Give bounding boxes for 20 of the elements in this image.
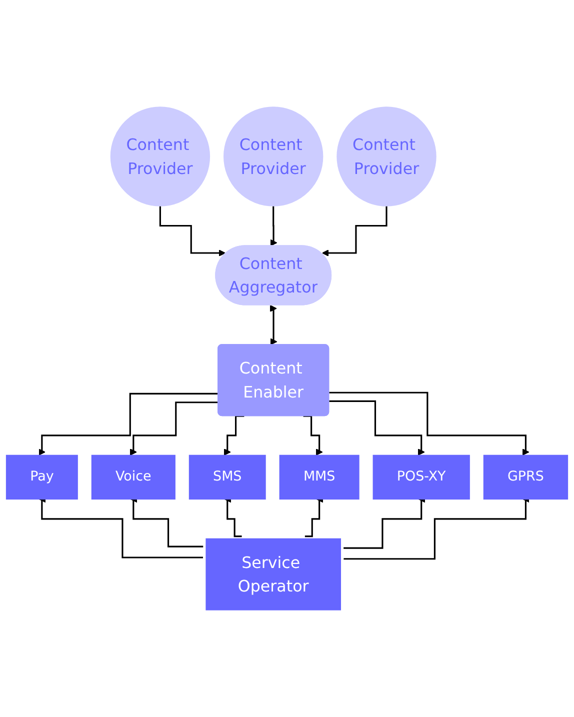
node-box: Voice bbox=[91, 454, 176, 500]
node-box: MMS bbox=[279, 454, 360, 500]
node-box: Service Operator bbox=[206, 538, 341, 610]
arrow bbox=[130, 402, 218, 456]
arrow bbox=[329, 392, 530, 456]
arrow bbox=[270, 304, 278, 346]
arrow bbox=[270, 205, 278, 246]
node-box: POS-XY bbox=[372, 454, 470, 500]
node-circle: Content Provider bbox=[110, 106, 210, 206]
arrow bbox=[224, 415, 244, 456]
arrow bbox=[159, 205, 226, 256]
node-circle: Content Provider bbox=[224, 106, 324, 206]
node-circle: Content Provider bbox=[336, 106, 436, 206]
arrow bbox=[322, 205, 388, 256]
arrow bbox=[329, 400, 425, 456]
arrow bbox=[38, 392, 218, 456]
node-box: GPRS bbox=[483, 454, 568, 500]
arrow bbox=[303, 415, 323, 456]
node-box: SMS bbox=[188, 454, 266, 500]
node-box: Pay bbox=[6, 454, 78, 500]
